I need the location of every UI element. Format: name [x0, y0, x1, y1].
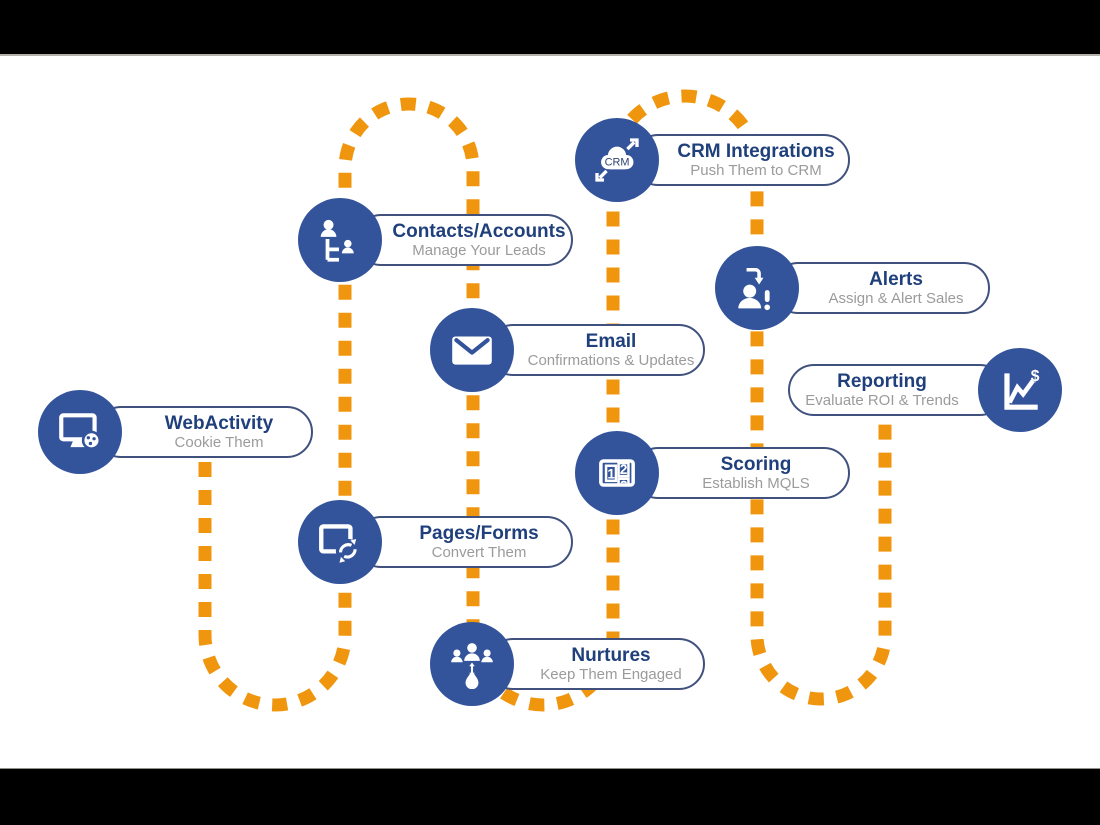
- node-reporting-circle: $: [978, 348, 1062, 432]
- node-crm-label: CRM Integrations Push Them to CRM: [632, 134, 850, 186]
- node-subtitle: Confirmations & Updates: [527, 352, 695, 369]
- node-nurtures-circle: [430, 622, 514, 706]
- svg-text:CRM: CRM: [605, 157, 630, 169]
- node-subtitle: Keep Them Engaged: [540, 666, 682, 683]
- node-scoring-label: Scoring Establish MQLS: [632, 447, 850, 499]
- node-title: Scoring: [720, 454, 792, 475]
- node-reporting-label: Reporting Evaluate ROI & Trends: [788, 364, 1006, 416]
- assign-person-alert-icon: [738, 268, 771, 311]
- node-alerts-label: Alerts Assign & Alert Sales: [772, 262, 990, 314]
- node-subtitle: Assign & Alert Sales: [828, 290, 964, 307]
- node-alerts-circle: [715, 246, 799, 330]
- page-sync-icon: [319, 524, 360, 563]
- people-drip-icon: [451, 643, 493, 689]
- node-title: Contacts/Accounts: [392, 221, 566, 242]
- node-subtitle: Cookie Them: [174, 434, 264, 451]
- chart-dollar-icon: $: [1004, 368, 1040, 410]
- monitor-cookie-icon: [59, 413, 102, 450]
- score-counter-icon: 1 2: [599, 459, 635, 487]
- node-email-label: Email Confirmations & Updates: [487, 324, 705, 376]
- envelope-icon: [452, 336, 492, 365]
- node-pages-label: Pages/Forms Convert Them: [355, 516, 573, 568]
- node-subtitle: Evaluate ROI & Trends: [805, 392, 959, 409]
- node-webactivity-label: WebActivity Cookie Them: [95, 406, 313, 458]
- node-title: WebActivity: [164, 413, 274, 434]
- node-scoring-circle: 1 2: [575, 431, 659, 515]
- node-webactivity-circle: [38, 390, 122, 474]
- node-title: CRM Integrations: [677, 141, 835, 162]
- node-contacts-circle: [298, 198, 382, 282]
- node-title: Alerts: [869, 269, 923, 290]
- crm-cloud-icon: CRM: [595, 138, 639, 182]
- node-subtitle: Push Them to CRM: [690, 162, 822, 179]
- svg-text:2: 2: [620, 462, 628, 477]
- node-title: Pages/Forms: [419, 523, 539, 544]
- node-subtitle: Manage Your Leads: [412, 242, 546, 259]
- svg-text:$: $: [1031, 368, 1040, 385]
- node-pages-circle: [298, 500, 382, 584]
- node-subtitle: Convert Them: [431, 544, 527, 561]
- node-nurtures-label: Nurtures Keep Them Engaged: [487, 638, 705, 690]
- node-contacts-label: Contacts/Accounts Manage Your Leads: [355, 214, 573, 266]
- org-chart-icon: [320, 219, 354, 262]
- node-subtitle: Establish MQLS: [702, 475, 810, 492]
- node-title: Nurtures: [571, 645, 651, 666]
- node-email-circle: [430, 308, 514, 392]
- node-crm-circle: CRM: [575, 118, 659, 202]
- svg-text:1: 1: [607, 467, 615, 482]
- node-title: Email: [585, 331, 637, 352]
- node-title: Reporting: [837, 371, 927, 392]
